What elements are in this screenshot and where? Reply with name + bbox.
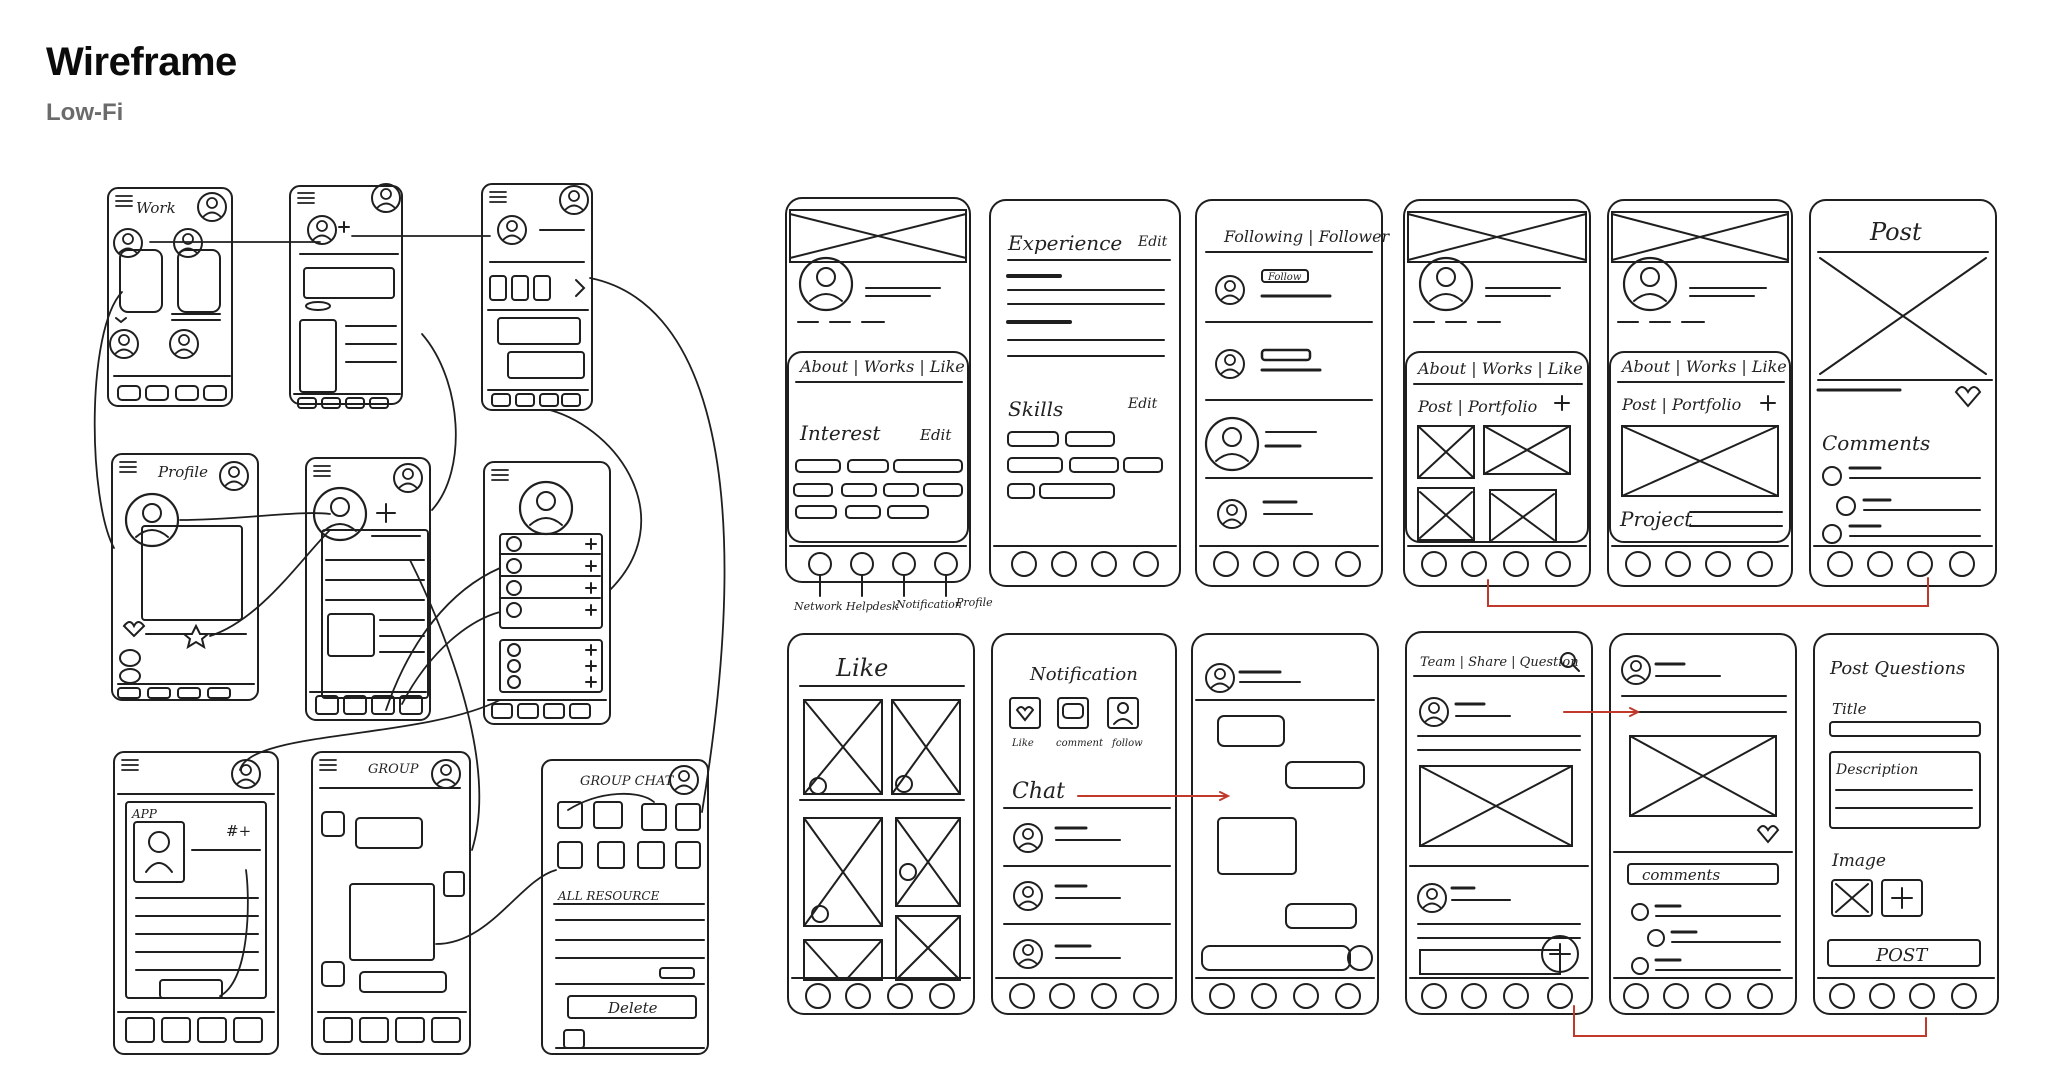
add-image-button[interactable] xyxy=(1881,879,1923,917)
field-title-label: Title xyxy=(1832,700,1867,718)
follow-badge[interactable]: Follow xyxy=(1267,272,1302,283)
comment-icon[interactable] xyxy=(1062,703,1084,719)
post-title: Post xyxy=(1869,218,1922,246)
screen-profile: Profile xyxy=(111,453,259,701)
flow-connectors-red xyxy=(1077,577,1929,1037)
nav-label-network: Network xyxy=(793,600,843,613)
screen-profile-detail xyxy=(305,457,431,721)
post-submit-label: POST xyxy=(1875,945,1929,966)
add-post-button[interactable] xyxy=(1541,935,1579,973)
chat-label: Chat xyxy=(1012,779,1065,804)
screen-group-title: GROUP xyxy=(368,762,419,777)
left-board: Work xyxy=(93,183,726,1055)
description-input[interactable] xyxy=(1829,751,1981,829)
screen-following: Following | Follower Follow xyxy=(1195,199,1391,587)
screen-team-feed: Team | Share | Question xyxy=(1405,631,1593,1015)
screen-post-detail: comments xyxy=(1609,633,1797,1015)
bottom-nav-a xyxy=(808,552,958,576)
profile-tabs-d: About | Works | Like xyxy=(1416,359,1583,378)
screen-app-tag: #+ xyxy=(226,822,251,840)
helpdesk-icon[interactable] xyxy=(850,552,874,576)
profile-tabs-a: About | Works | Like xyxy=(798,357,965,376)
detail-comments-title: comments xyxy=(1642,866,1720,884)
portfolio-header-e: Post | Portfolio xyxy=(1621,395,1741,414)
screen-chat xyxy=(1191,633,1379,1015)
right-board: About | Works | Like Interest Edit Netwo… xyxy=(785,197,1999,1037)
screen-group-chat-section: ALL RESOURCE xyxy=(557,889,660,903)
following-follower-title: Following | Follower xyxy=(1223,227,1391,246)
profile-icon[interactable] xyxy=(934,552,958,576)
post-submit-button[interactable] xyxy=(1827,939,1981,967)
interest-edit-link[interactable]: Edit xyxy=(919,426,952,444)
screen-group-chat-title: GROUP CHAT xyxy=(580,774,675,789)
field-image-label: Image xyxy=(1831,851,1886,871)
heart-icon[interactable] xyxy=(1954,386,1982,408)
network-icon[interactable] xyxy=(808,552,832,576)
screen-app-label: APP xyxy=(131,807,158,821)
emoji-icon[interactable] xyxy=(1347,945,1373,971)
skills-edit-link[interactable]: Edit xyxy=(1127,396,1158,412)
nav-label-profile: Profile xyxy=(955,596,993,609)
screen-app: APP #+ xyxy=(113,751,279,1055)
like-title: Like xyxy=(835,654,888,682)
skills-title: Skills xyxy=(1008,397,1063,421)
follow-icon[interactable] xyxy=(1117,702,1129,714)
screen-works-portfolio: About | Works | Like Post | Portfolio xyxy=(1403,199,1591,587)
screen-work: Work xyxy=(107,187,233,407)
nav-label-notification: Notification xyxy=(895,598,962,611)
field-description-label: Description xyxy=(1835,762,1918,778)
screen-group-chat: GROUP CHAT ALL RESOURCE Delete xyxy=(541,759,709,1055)
notification-icon-like: Like xyxy=(1011,738,1034,749)
left-flow-connectors xyxy=(93,235,726,997)
title-input[interactable] xyxy=(1829,721,1981,737)
post-questions-title: Post Questions xyxy=(1829,658,1965,679)
notification-icon-follow: follow xyxy=(1111,738,1143,749)
screen-post-questions: Post Questions Title Description Image P… xyxy=(1813,633,1999,1015)
page-title: Wireframe xyxy=(46,40,237,84)
screen-like: Like xyxy=(787,633,975,1015)
nav-label-helpdesk: Helpdesk xyxy=(845,600,899,613)
experience-edit-link[interactable]: Edit xyxy=(1137,234,1168,250)
screen-follow-list xyxy=(483,461,611,725)
screen-project: About | Works | Like Post | Portfolio Pr… xyxy=(1607,199,1793,587)
screen-feed xyxy=(481,183,593,411)
like-icon[interactable] xyxy=(1015,706,1035,722)
team-tabs: Team | Share | Question xyxy=(1420,655,1579,670)
profile-tabs-e: About | Works | Like xyxy=(1620,357,1787,376)
screen-work-title: Work xyxy=(136,199,176,217)
notification-title: Notification xyxy=(1029,664,1138,685)
post-comments-title: Comments xyxy=(1822,431,1930,455)
experience-title: Experience xyxy=(1007,231,1122,255)
screen-profile-about: About | Works | Like Interest Edit Netwo… xyxy=(785,197,993,613)
interest-title: Interest xyxy=(799,421,881,445)
portfolio-header-d: Post | Portfolio xyxy=(1417,397,1537,416)
page-subtitle: Low-Fi xyxy=(46,99,124,126)
screen-notification: Notification Like comment follow Chat xyxy=(991,633,1177,1015)
notification-icon[interactable] xyxy=(892,552,916,576)
screen-experience: Experience Edit Skills Edit xyxy=(989,199,1181,587)
screen-group: GROUP xyxy=(311,751,471,1055)
delete-button[interactable]: Delete xyxy=(607,999,658,1017)
screen-profile-title: Profile xyxy=(157,463,208,481)
project-label: Project xyxy=(1619,507,1693,531)
notification-icon-comment: comment xyxy=(1056,738,1104,749)
screen-post: Post Comments xyxy=(1809,199,1997,587)
search-icon[interactable] xyxy=(1560,652,1576,668)
screen-detail xyxy=(289,183,403,409)
